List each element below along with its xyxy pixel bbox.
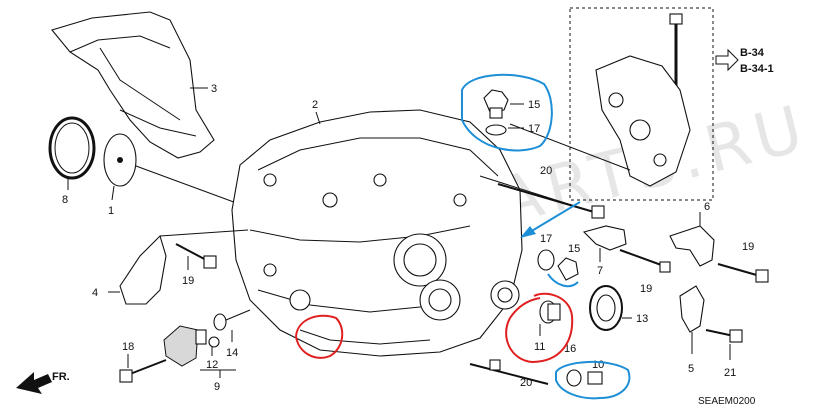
- part-21-bolt: [705, 329, 743, 343]
- reference-arrow-icon: [715, 48, 739, 72]
- blue-mark-mid: [547, 273, 579, 288]
- part-18-bolt: [119, 359, 167, 383]
- part-6-bracket: [669, 225, 715, 267]
- front-label: FR.: [52, 371, 70, 383]
- ref-b34: B-34: [740, 47, 765, 59]
- callout-20-lower: 20: [520, 377, 532, 389]
- mount-bracket: [595, 13, 691, 187]
- part-19-bolt-left: [175, 243, 217, 269]
- callout-3: 3: [211, 83, 217, 95]
- callout-19-mid: 19: [640, 283, 652, 295]
- callout-16: 16: [564, 343, 576, 355]
- callout-8: 8: [62, 194, 68, 206]
- part-14-o-ring: [213, 313, 227, 331]
- part-8-snap-ring: [48, 116, 96, 180]
- callout-15-top: 15: [528, 99, 540, 111]
- part-15-bolt-top: [483, 89, 509, 119]
- callout-18: 18: [122, 341, 134, 353]
- part-12-washer: [208, 336, 220, 348]
- blue-arrow: [529, 201, 581, 233]
- callout-12: 12: [206, 359, 218, 371]
- callout-21: 21: [724, 367, 736, 379]
- part-17-washer-mid: [537, 249, 555, 271]
- callout-20-upper: 20: [540, 165, 552, 177]
- callout-10: 10: [592, 359, 604, 371]
- callout-15-mid: 15: [568, 243, 580, 255]
- callout-17-top: 17: [528, 123, 540, 135]
- part-10-plug: [566, 369, 603, 387]
- callout-19-left: 19: [182, 275, 194, 287]
- part-1-plate: [103, 133, 137, 187]
- callout-13: 13: [636, 313, 648, 325]
- callout-6: 6: [704, 201, 710, 213]
- part-11-plug: [539, 300, 561, 324]
- callout-11: 11: [534, 341, 545, 353]
- red-mark-left: [295, 314, 344, 359]
- callout-4: 4: [92, 287, 98, 299]
- callout-7: 7: [597, 265, 603, 277]
- part-15-bolt-mid: [557, 257, 579, 281]
- part-17-washer-top: [485, 124, 507, 136]
- part-4-bracket: [119, 234, 167, 305]
- part-3-shield: [51, 11, 215, 159]
- part-19-bolt-mid: [619, 249, 671, 273]
- callout-14: 14: [226, 347, 238, 359]
- diagram-code: SEAEM0200: [698, 396, 756, 407]
- red-mark-right: [505, 292, 574, 364]
- ref-b34-1: B-34-1: [740, 63, 774, 75]
- part-20-bolt-lower: [469, 359, 549, 385]
- callout-19-right: 19: [742, 241, 754, 253]
- callout-2: 2: [312, 99, 318, 111]
- part-7-bracket: [582, 225, 627, 251]
- front-arrow-icon: [16, 372, 52, 394]
- part-5-bracket: [679, 285, 705, 333]
- callout-17-mid: 17: [540, 233, 552, 245]
- blue-arrow-head: [520, 226, 536, 238]
- blue-mark-top: [461, 73, 553, 152]
- part-9-sensor: [163, 325, 207, 367]
- blue-mark-bottom: [555, 361, 631, 400]
- part-20-bolt-upper: [497, 183, 605, 219]
- callout-5: 5: [688, 363, 694, 375]
- part-2-transmission-case: [231, 109, 523, 357]
- callout-9: 9: [214, 381, 220, 393]
- part-19-bolt-right: [717, 263, 769, 283]
- callout-1: 1: [108, 205, 114, 217]
- part-13-oil-seal: [589, 285, 623, 331]
